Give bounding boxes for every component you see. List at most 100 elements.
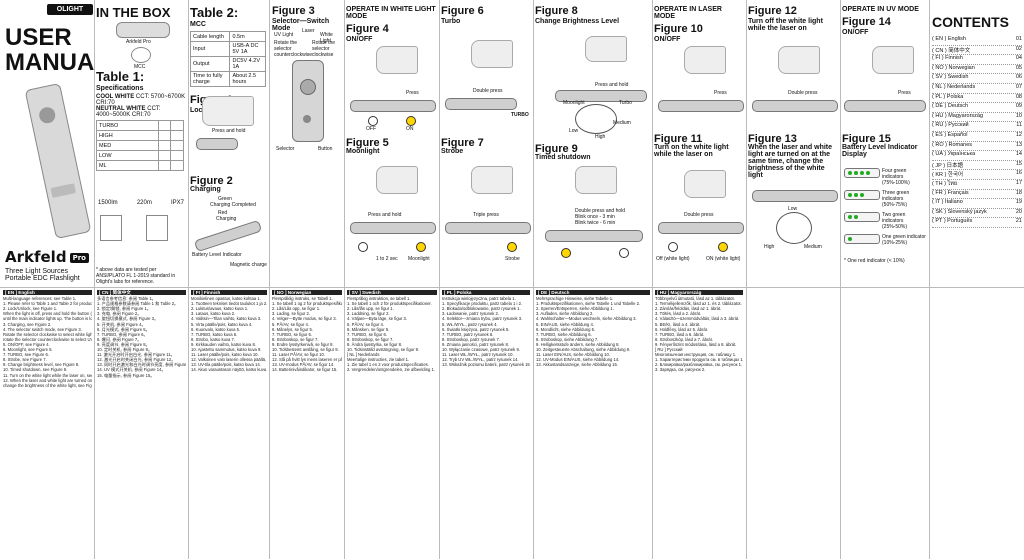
selector-knob bbox=[300, 79, 316, 95]
contents-item-page: 09 bbox=[1015, 103, 1022, 110]
bulb-on-icon bbox=[561, 248, 571, 258]
button-icon bbox=[303, 115, 311, 123]
selector-label: UV Light bbox=[274, 32, 294, 38]
contents-item-label: ( IT ) Italiano bbox=[932, 199, 963, 206]
instruction-line: When the light is off, press and hold th… bbox=[3, 311, 92, 317]
figure10-subtitle: ON/OFF bbox=[654, 36, 681, 43]
level-label: High bbox=[595, 134, 606, 140]
figure4-subtitle: ON/OFF bbox=[346, 36, 373, 43]
charge-label: Red bbox=[218, 210, 228, 216]
state-label: ON (white light) bbox=[706, 256, 741, 262]
battery-indicator bbox=[844, 168, 880, 178]
spec-table: TURBO HIGH MED LOW ML bbox=[96, 120, 184, 171]
level-label: High bbox=[764, 244, 775, 250]
instruction-line: 6. Månsken, se figur 5. bbox=[347, 326, 390, 332]
instruction-line: 3. Зарядка, см. рисунок 2. bbox=[655, 367, 706, 373]
figure10-title: Figure 10 bbox=[654, 23, 703, 35]
column-divider bbox=[929, 0, 930, 559]
figure10-caption: Press bbox=[714, 90, 727, 96]
contents-item-page: 08 bbox=[1015, 93, 1022, 100]
state-label: Moonlight bbox=[408, 256, 430, 262]
contents-item-page: 06 bbox=[1015, 74, 1022, 81]
instruction-line: 10. Ajastettu sammutus, katso kuva 9. bbox=[191, 347, 262, 353]
hand-press-icon bbox=[575, 166, 617, 194]
contents-item-label: ( KR ) 한국어 bbox=[932, 172, 964, 179]
level-label: Medium bbox=[804, 244, 822, 250]
cycle-diagram bbox=[575, 104, 617, 134]
instruction-line: Meertalige instructies, zie tabel 1. bbox=[347, 357, 410, 363]
instruction-line: 14. Batterinivåindikator, se figur 15. bbox=[272, 367, 338, 373]
instruction-line: 6. Mondlicht, siehe Abbildung 5. bbox=[536, 326, 596, 332]
selector-label: Button bbox=[318, 146, 333, 152]
flashlight-icon bbox=[116, 22, 170, 38]
language-section-header: [ EN ] English bbox=[3, 290, 92, 296]
instruction-line: 6. Holdfény, lásd az 5. ábrát. bbox=[655, 326, 708, 332]
battery-level-label: Four green indicators (75%-100%) bbox=[882, 168, 910, 186]
figure3-subtitle: Selector—Switch Mode bbox=[272, 18, 330, 32]
state-label: 1 to 2 sec bbox=[376, 256, 398, 262]
instruction-line: 6. Światło księżyca, patrz rysunek 5. bbox=[442, 326, 510, 332]
instruction-line: Mehrsprachige Hinweise, siehe Tabelle 1. bbox=[536, 296, 614, 302]
instruction-line: 4. 旋钮切换模式, 参阅 Figure 3。 bbox=[97, 316, 159, 322]
instruction-line: 3. Laddning, se figur 2. bbox=[347, 311, 390, 317]
column-divider bbox=[840, 0, 841, 559]
waterproof-icon: IPX7 bbox=[170, 200, 184, 206]
column-divider bbox=[746, 0, 747, 559]
bulb-off-icon bbox=[358, 242, 368, 252]
instruction-line: 9. Ändra ljusstyrka, se figur 8. bbox=[347, 341, 403, 347]
hand-press-icon bbox=[376, 166, 418, 194]
contents-item[interactable]: ( SV ) Swedish 06 bbox=[932, 74, 1022, 84]
charge-label: Green bbox=[218, 196, 232, 202]
state-label: TURBO bbox=[511, 112, 529, 118]
figure5-caption: Press and hold bbox=[368, 212, 402, 218]
instruction-line: 2. Vergrendelen/ontgrendelen, zie afbeel… bbox=[347, 367, 436, 373]
instruction-line: 11. Laser WŁ./WYŁ., patrz rysunek 10. bbox=[442, 352, 514, 358]
figure8-caption: Press and hold bbox=[595, 82, 629, 88]
contents-item-label: ( SV ) Swedish bbox=[932, 74, 969, 81]
figure5-title: Figure 5 bbox=[346, 137, 389, 149]
instruction-line: 7. TURBO, se figur 6. bbox=[347, 331, 387, 337]
instruction-line: until the main indicator lights up. The … bbox=[3, 316, 92, 322]
box-item-label: Arkfeld Pro bbox=[126, 39, 151, 45]
instruction-line: 3. Ładowanie, patrz rysunek 2. bbox=[442, 311, 500, 317]
instruction-line: 12. Tryb UV WŁ./WYŁ., patrz rysunek 14. bbox=[442, 357, 519, 363]
instruction-line: 11. Laser EIN/AUS, siehe Abbildung 10. bbox=[536, 352, 610, 358]
level-label: Turbo bbox=[619, 100, 632, 106]
flashlight-diagram bbox=[350, 100, 436, 112]
contents-item-page: 21 bbox=[1015, 218, 1022, 225]
charge-label: Charging Completed bbox=[210, 202, 256, 208]
box-item-label: MCC bbox=[134, 64, 146, 70]
instruction-line: Multi-language references: see Table 1. bbox=[3, 296, 77, 302]
hand-press-icon bbox=[684, 170, 726, 198]
instruction-line: Rotate the selector clockwise to select … bbox=[3, 331, 92, 337]
instruction-line: 11. Turn on the white light while the la… bbox=[3, 372, 92, 378]
instruction-line: 1. Характеристики продукта см. в таблица… bbox=[655, 357, 743, 363]
instruction-line: 1. Specyfikacje produktu, patrz tabela 1… bbox=[442, 301, 523, 307]
instruction-line: 1. Se tabell 1 och 2 för produktspecifik… bbox=[347, 301, 432, 307]
contents-item-page: 11 bbox=[1016, 122, 1022, 129]
